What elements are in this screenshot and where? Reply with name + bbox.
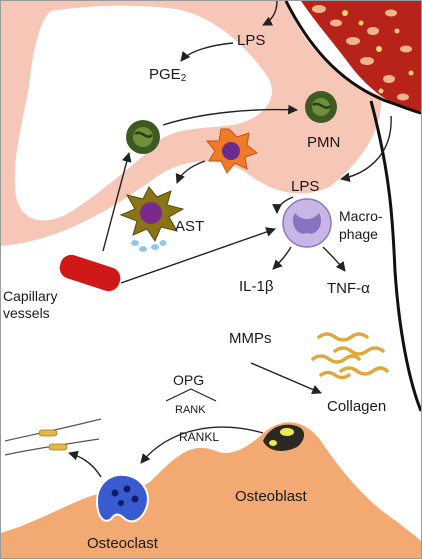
pge2-subscript: 2 xyxy=(181,73,187,84)
arrow-macrophage-to-tnfa xyxy=(322,246,346,272)
arrow-capillary-to-cell xyxy=(102,152,132,252)
ast-cell xyxy=(119,186,185,252)
bacteria-dots xyxy=(342,10,414,94)
osteoclast-cell xyxy=(95,473,149,523)
tnfa-label: TNF-α xyxy=(327,280,370,297)
capillary-vessel xyxy=(59,254,121,292)
released-fibers xyxy=(4,418,102,456)
osteoclast-label: Osteoclast xyxy=(87,535,159,552)
arrow-pmn-to-ast xyxy=(175,160,206,184)
inner-tissue-region xyxy=(14,5,272,221)
mmps-label: MMPs xyxy=(229,330,272,347)
arrow-osteoclast-up xyxy=(68,450,102,478)
osteoblast-label: Osteoblast xyxy=(235,488,308,505)
collagen-label: Collagen xyxy=(327,398,386,415)
ast-label: AST xyxy=(175,218,204,235)
arrow-bacteria-to-lps-mid xyxy=(340,115,392,183)
il1b-label: IL-1β xyxy=(239,278,274,295)
rankl-label: RANKL xyxy=(179,430,219,444)
arrow-capillary-to-macrophage xyxy=(120,227,276,284)
pge2-label: PGE2 xyxy=(149,66,187,84)
arrow-mmps-to-collagen xyxy=(250,362,322,395)
capillary-label-line2: vessels xyxy=(3,305,50,321)
capillary-label-line1: Capillary xyxy=(3,288,57,304)
arrow-osteoblast-to-osteoclast xyxy=(140,426,264,464)
arrow-bacteria-to-lps xyxy=(262,1,278,26)
arrow-lps-to-pge2 xyxy=(180,42,234,62)
ast-secretion xyxy=(131,240,167,252)
bacteria-cluster xyxy=(312,5,412,101)
arrow-lps-to-macrophage xyxy=(272,196,294,214)
macrophage-label-line1: Macro- xyxy=(339,208,383,224)
lps-top-label: LPS xyxy=(237,32,265,49)
bacterial-plaque xyxy=(301,1,421,111)
macrophage-label-line2: phage xyxy=(339,226,378,242)
activated-cell-orange xyxy=(205,128,259,174)
opg-rank-chevron xyxy=(165,388,217,402)
arrow-macrophage-to-il1b xyxy=(272,246,292,270)
pmn-cell-right xyxy=(305,91,337,123)
root-surface xyxy=(369,100,421,412)
macrophage-cell xyxy=(282,198,332,248)
pmn-cell-left xyxy=(126,120,160,154)
opg-label: OPG xyxy=(173,372,204,388)
osteoblast-cell xyxy=(263,424,305,451)
arrow-cell-to-pmn xyxy=(162,104,298,126)
tooth-outline xyxy=(284,1,421,115)
alveolar-bone xyxy=(1,422,421,558)
pge2-base: PGE xyxy=(149,66,181,83)
collagen-fibers xyxy=(311,332,389,380)
lps-mid-label: LPS xyxy=(291,178,319,195)
pmn-label: PMN xyxy=(307,134,340,151)
rank-label: RANK xyxy=(175,404,206,416)
